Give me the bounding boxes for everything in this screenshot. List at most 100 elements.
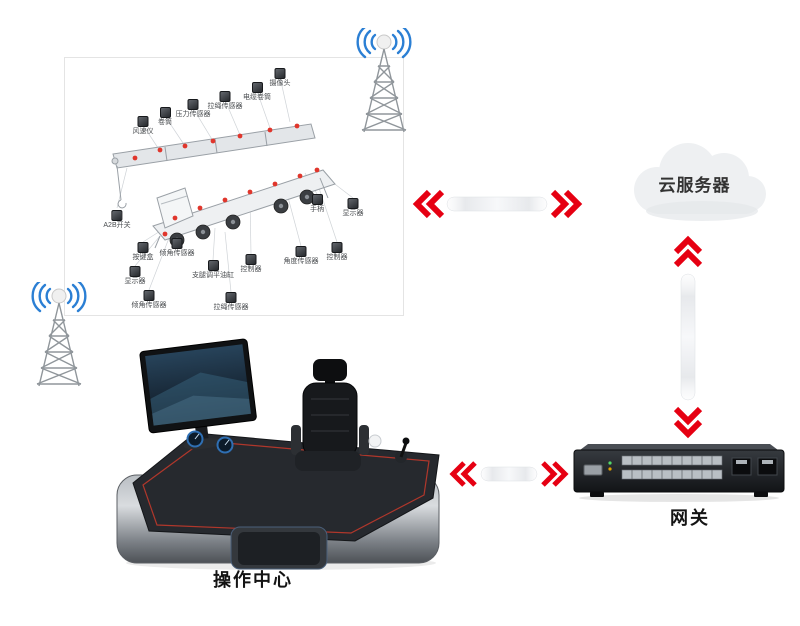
sensor-label: 显示器 [124, 278, 146, 285]
sensor-label: 摄像头 [269, 80, 291, 87]
sensor-label: 按键盒 [132, 254, 154, 261]
sensor-chip-icon [295, 246, 307, 257]
wifi-signal-icon [356, 28, 412, 59]
sensor-chip-icon [129, 266, 141, 277]
ethernet-ports [731, 457, 778, 476]
terminal-blocks [621, 455, 723, 480]
sensor-label: 风速仪 [132, 128, 154, 135]
arrowheads-right-icon [550, 189, 583, 219]
sensor-item: 倾角传感器 [160, 238, 195, 258]
sensor-item: 手柄 [310, 194, 324, 214]
sensor-label: 电缆卷筒 [243, 94, 271, 101]
sensor-label: 拉绳传感器 [207, 103, 243, 110]
sensor-chip-icon [245, 254, 257, 265]
tower-sphere [51, 288, 67, 304]
sensor-label: 拉绳传感器 [213, 304, 249, 311]
sensor-label: 控制器 [240, 266, 262, 273]
sensor-item: 压力传感器 [176, 99, 211, 119]
sensor-chip-icon [137, 116, 149, 127]
arrowheads-up-icon [673, 235, 703, 268]
sensor-item: 拉绳传感器 [208, 91, 243, 111]
link-arrows-panel-cloud [412, 189, 583, 219]
sensor-label: 倾角传感器 [159, 250, 195, 257]
arrowheads-left-icon [449, 461, 477, 487]
link-band [446, 196, 548, 212]
wifi-signal-icon [31, 282, 87, 313]
gateway-device [573, 444, 785, 502]
sensor-item: 拉绳传感器 [214, 292, 249, 312]
gateway-shadow [579, 494, 779, 502]
sensor-label: 压力传感器 [175, 111, 211, 118]
sensor-label: 手柄 [310, 206, 324, 213]
link-band [480, 466, 538, 482]
sensor-label: 控制器 [326, 254, 348, 261]
status-led-icon [608, 461, 612, 465]
dome-control [368, 434, 382, 448]
link-arrows-console-gateway [449, 461, 569, 487]
monitor-screen [145, 344, 251, 426]
monitor [139, 338, 257, 450]
gateway-foot [590, 492, 604, 497]
sensor-chip-icon [111, 210, 123, 221]
sensor-item: 卷筒 [158, 107, 172, 127]
arrowheads-right-icon [541, 461, 569, 487]
cloud-icon [634, 143, 766, 221]
sensor-chip-icon [137, 242, 149, 253]
sensor-item: 按键盒 [133, 242, 154, 262]
tower-sphere [376, 34, 392, 50]
status-led-icon [608, 467, 612, 471]
sensor-chip-icon [331, 242, 343, 253]
serial-port-icon [583, 464, 603, 476]
gateway-label: 网关 [670, 508, 710, 528]
console-device [116, 338, 440, 570]
sensor-chip-icon [251, 82, 263, 93]
sensor-item: 显示器 [125, 266, 146, 286]
arrowheads-down-icon [673, 406, 703, 439]
sensor-label: A2B开关 [103, 222, 131, 229]
control-gauges [186, 430, 234, 454]
sensor-item: 控制器 [327, 242, 348, 262]
sensor-chip-icon [225, 292, 237, 303]
sensor-chip-icon [159, 107, 171, 118]
sensor-item: 显示器 [343, 198, 364, 218]
cloud-server-label: 云服务器 [658, 176, 731, 195]
sensor-item: 支腿调平油缸 [192, 260, 234, 280]
sensor-item: 电缆卷筒 [243, 82, 271, 102]
sensor-item: 角度传感器 [284, 246, 319, 266]
sensor-location-dots [132, 123, 320, 237]
sensor-label: 显示器 [342, 210, 364, 217]
radio-tower-icon [31, 282, 87, 387]
operator-chair [291, 359, 369, 471]
sensor-label: 支腿调平油缸 [192, 272, 234, 279]
sensor-chip-icon [171, 238, 183, 249]
sensor-chip-icon [187, 99, 199, 110]
sensor-item: 控制器 [241, 254, 262, 274]
console-label: 操作中心 [213, 570, 293, 590]
cloud-server-node: 云服务器 [612, 128, 777, 233]
gateway-top-face [580, 444, 778, 450]
gateway-foot [754, 492, 768, 497]
crane-truck-art [111, 123, 336, 249]
tower-mast [361, 48, 407, 133]
operator-notch-inner [238, 532, 320, 565]
tower-mast [36, 302, 82, 387]
sensor-chip-icon [311, 194, 323, 205]
sensor-item: A2B开关 [103, 210, 131, 230]
arrowheads-left-icon [412, 189, 445, 219]
sensor-chip-icon [274, 68, 286, 79]
sensor-item: 倾角传感器 [132, 290, 167, 310]
sensor-item: 风速仪 [133, 116, 154, 136]
crane-diagram [111, 76, 354, 293]
sensor-label: 倾角传感器 [131, 302, 167, 309]
sensor-label: 卷筒 [158, 119, 172, 126]
joystick [395, 437, 410, 463]
sensor-label: 角度传感器 [283, 258, 319, 265]
sensor-chip-icon [143, 290, 155, 301]
sensor-chip-icon [207, 260, 219, 271]
sensor-chip-icon [347, 198, 359, 209]
sensor-chip-icon [219, 91, 231, 102]
link-band [680, 273, 696, 401]
link-arrows-cloud-gateway [673, 235, 703, 439]
